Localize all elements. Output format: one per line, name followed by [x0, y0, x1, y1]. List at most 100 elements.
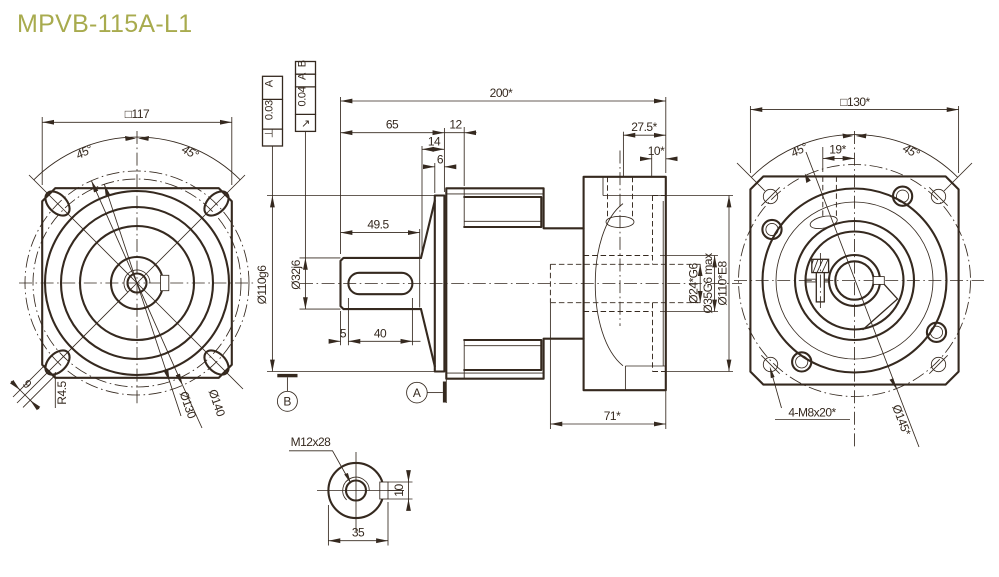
- rear-hub-notch: [862, 283, 899, 331]
- rear-bolt-circle-145: [738, 164, 971, 397]
- rear-through-holes-part-2: [925, 321, 948, 343]
- front-bolt-circle-130: [32, 178, 242, 388]
- rear-angle-arrow-right: [855, 133, 867, 139]
- rear-dim19-label: 19*: [829, 143, 846, 157]
- rear-clamp-screw: [811, 253, 830, 308]
- side-dim495-label: 49.5: [367, 218, 389, 232]
- rear-flange-outline: [749, 175, 960, 386]
- shaft-end-m12-label: M12x28: [291, 435, 332, 449]
- rear-diagonal-stub-tl: [736, 162, 766, 192]
- side-dia32-label: Ø32j6: [289, 259, 303, 289]
- side-body-lines: [446, 188, 544, 379]
- front-angle-arc: [33, 136, 241, 181]
- rear-corner-holes-part-4: [928, 186, 949, 207]
- side-fcf2-symbol: ↗: [301, 118, 310, 130]
- front-angle-right-label: 45°: [179, 142, 201, 162]
- side-dia110-ext: [267, 195, 435, 372]
- side-block-outline: [582, 175, 667, 392]
- side-fcf1: A 0.03 ⊥: [261, 75, 284, 147]
- drawing-title: MPVB-115A-L1: [17, 10, 193, 38]
- rear-circle-body: [761, 187, 948, 374]
- front-dim117-ext: [41, 117, 233, 185]
- side-dia110e8-ext: [665, 195, 733, 372]
- side-fcf1-part-2: [261, 98, 284, 130]
- rear-m8-leader: [771, 372, 850, 420]
- front-bolt-circle-140: [24, 170, 250, 396]
- side-fcf2: B A 0.04 ↗: [294, 60, 317, 133]
- front-angle-arrow-right: [138, 136, 149, 141]
- rear-m8-label: 4-M8x20*: [788, 406, 836, 420]
- side-shaft-cone: [419, 199, 436, 368]
- side-fcf1-symbol: ⊥: [264, 129, 276, 138]
- side-bore24-hidden: [549, 263, 703, 304]
- side-dim10-label: 10*: [648, 144, 665, 158]
- rear-corner-holes: [760, 186, 949, 375]
- rear-dia145-arrow: [889, 378, 897, 389]
- front-angle-left-label: 45°: [73, 142, 95, 162]
- rear-diagonal-stub-tr: [943, 162, 973, 192]
- rear-bore-keyslot: [872, 276, 885, 285]
- rear-corner-holes-part-1: [762, 188, 779, 205]
- shaft-end-dim35-label: 35: [352, 526, 365, 540]
- side-fcf2-datum2: B: [297, 60, 309, 67]
- front-dia140-label: Ø140: [206, 387, 228, 418]
- side-dim71-label: 71*: [604, 409, 621, 423]
- side-dim40-label: 40: [374, 327, 387, 341]
- side-register-hidden: [652, 195, 666, 372]
- rear-m8-arrow: [769, 366, 775, 379]
- side-ring-band: [463, 195, 543, 372]
- rear-access-hole-hidden: [822, 176, 837, 217]
- front-dia130-label: Ø130: [177, 389, 199, 420]
- rear-dim130-label: □130*: [840, 95, 870, 109]
- shaft-end-m12-leader: [289, 450, 350, 482]
- rear-angle-arc: [750, 134, 959, 178]
- side-access-hole-bottom: [605, 215, 635, 228]
- rear-through-holes-part-3: [791, 351, 813, 373]
- side-datum-a-bar: [442, 381, 447, 403]
- side-access-hole: [607, 176, 633, 217]
- side-dim200-label: 200*: [490, 86, 514, 100]
- side-fcf2-datum1: A: [297, 72, 309, 80]
- side-dim275-label: 27.5*: [631, 120, 657, 134]
- front-dia140-ext: [182, 385, 203, 429]
- side-dim12-label: 12: [449, 118, 462, 132]
- shaft-end-view: M12x28 35 10: [289, 435, 413, 546]
- rear-corner-holes-part-7: [930, 356, 947, 373]
- side-datum-a-circle: [406, 381, 428, 404]
- side-dia110-label: Ø110g6: [255, 265, 269, 305]
- side-shaft-outline: [339, 256, 423, 311]
- rear-corner-holes-part-8: [928, 354, 949, 375]
- rear-dia145-label: Ø145*: [889, 403, 914, 438]
- side-fcf2-part-2: [294, 73, 317, 116]
- rear-angle-arrow-left: [842, 133, 854, 139]
- rear-clamp-screw-part-2: [811, 259, 829, 273]
- side-ring-band-inner: [464, 220, 542, 347]
- side-datum-b-circle: [276, 390, 298, 412]
- front-slot-tr: [203, 190, 230, 217]
- side-datum-b-label: B: [283, 395, 291, 409]
- rear-through-holes: [761, 185, 948, 373]
- side-fcf1-datum: A: [264, 79, 276, 87]
- side-dim65-label: 65: [386, 118, 399, 132]
- rear-through-hole-3-inner: [795, 355, 809, 369]
- side-dia35-ext: [660, 255, 718, 312]
- rear-through-holes-part-4: [761, 218, 783, 241]
- front-dim9-arrow1: [9, 379, 21, 391]
- front-dim117-label: □117: [125, 107, 150, 121]
- side-shaft-keyway: [347, 271, 414, 296]
- front-view: □117 45° 45° 9 R4.5 Ø130 Ø140: [9, 107, 255, 429]
- rear-through-hole-1-inner: [896, 189, 910, 203]
- rear-corner-holes-part-6: [760, 354, 781, 375]
- rear-through-hole-4-inner: [765, 222, 779, 237]
- rear-circle-hub-outer: [804, 230, 905, 331]
- rear-circle-register: [775, 201, 934, 360]
- rear-dim19-arc-arrow: [804, 173, 811, 183]
- side-block-corner-steps: [602, 176, 666, 391]
- front-r45-label: R4.5: [55, 381, 69, 405]
- rear-view: Ø145* 19* □130* 45° 45° 4-M8x20*: [734, 95, 984, 448]
- side-fcf2-tol: 0.04: [297, 86, 309, 106]
- side-dia35-label: Ø35G6 max: [701, 253, 715, 314]
- front-slot-br: [203, 349, 230, 376]
- rear-corner-holes-part-3: [930, 188, 947, 205]
